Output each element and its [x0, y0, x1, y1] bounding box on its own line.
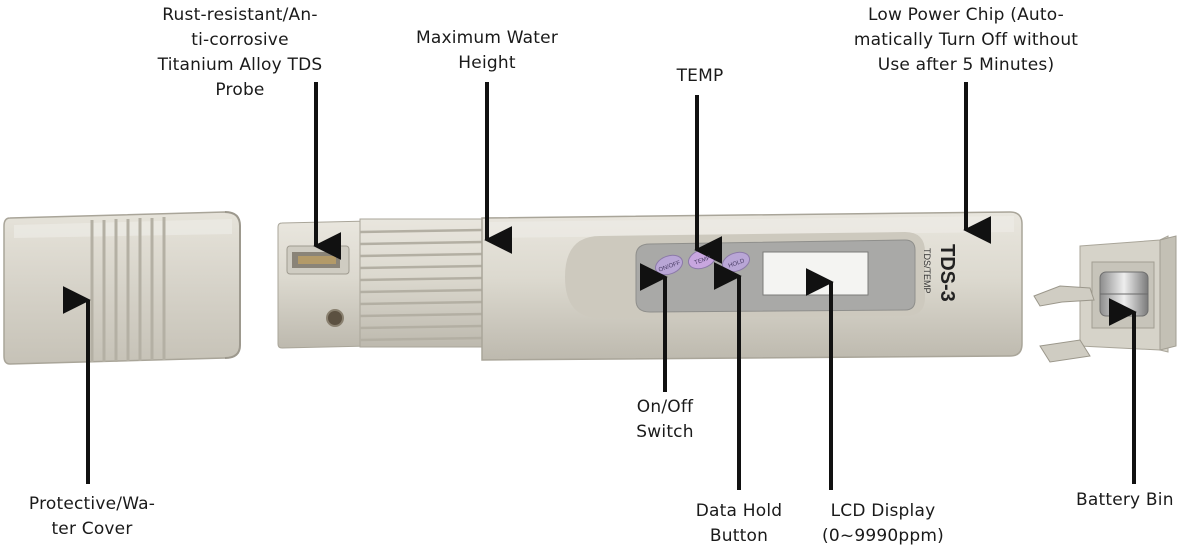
- label-temp: TEMP: [640, 64, 760, 89]
- label-line: On/Off: [636, 397, 694, 417]
- label-line: LCD Display: [830, 501, 936, 521]
- label-line: Probe: [215, 80, 265, 100]
- label-line: (0~9990ppm): [822, 526, 944, 546]
- label-line: Maximum Water: [415, 28, 559, 48]
- battery-bin: [1033, 235, 1177, 363]
- label-line: ti-corrosive: [191, 30, 289, 50]
- label-max-water: Maximum Water Height: [380, 26, 594, 76]
- label-cover: Protective/Wa- ter Cover: [0, 492, 184, 542]
- label-line: TEMP: [676, 66, 724, 86]
- label-line: Rust-resistant/An-: [162, 5, 318, 25]
- submodel-text: TDS/TEMP: [922, 248, 932, 294]
- label-line: Data Hold: [695, 501, 783, 521]
- label-line: Button: [709, 526, 769, 546]
- label-lcd: LCD Display (0~9990ppm): [798, 499, 968, 549]
- label-probe: Rust-resistant/An- ti-corrosive Titanium…: [120, 3, 360, 103]
- label-line: Low Power Chip (Auto-: [868, 5, 1064, 25]
- label-line: Use after 5 Minutes): [877, 55, 1055, 75]
- label-line: Height: [458, 53, 516, 73]
- protective-cover: [3, 211, 241, 365]
- callout-arrows: [62, 82, 1137, 490]
- meter-body: TDS-3 TDS/TEMP: [481, 211, 1023, 361]
- label-battery: Battery Bin: [1076, 488, 1200, 513]
- label-line: ter Cover: [51, 519, 133, 539]
- label-line: Titanium Alloy TDS: [157, 55, 323, 75]
- label-onoff: On/Off Switch: [600, 395, 730, 445]
- label-line: Protective/Wa-: [28, 494, 156, 514]
- ribbed-grip: [359, 218, 483, 348]
- probe-head: [277, 220, 371, 349]
- label-hold: Data Hold Button: [667, 499, 811, 549]
- label-low-power: Low Power Chip (Auto- matically Turn Off…: [822, 3, 1110, 78]
- label-line: matically Turn Off without: [853, 30, 1079, 50]
- model-text: TDS-3: [936, 244, 958, 302]
- label-line: Switch: [636, 422, 694, 442]
- label-line: Battery Bin: [1076, 490, 1174, 510]
